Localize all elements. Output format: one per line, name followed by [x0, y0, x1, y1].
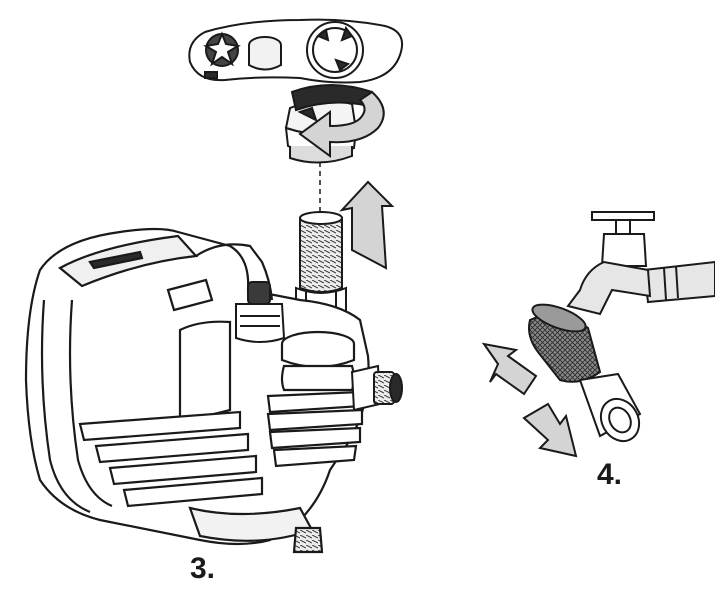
arrow-diagonal-up-icon [481, 342, 538, 396]
round-socket [306, 21, 364, 79]
step-3-label: 3. [190, 552, 216, 585]
spanner-tool [188, 18, 404, 84]
star-socket [203, 31, 241, 67]
pressure-valve [235, 281, 286, 343]
nut-connector [578, 372, 642, 443]
filter-housing [266, 330, 364, 468]
outlet-connector [350, 364, 403, 412]
threaded-filter [295, 211, 347, 318]
arrow-diagonal-down-icon [522, 402, 578, 458]
water-tap [566, 211, 715, 316]
step-4-label: 4. [597, 458, 623, 491]
middle-socket [248, 36, 282, 71]
arrow-up-icon [339, 180, 395, 270]
rotate-arrow [290, 84, 385, 158]
